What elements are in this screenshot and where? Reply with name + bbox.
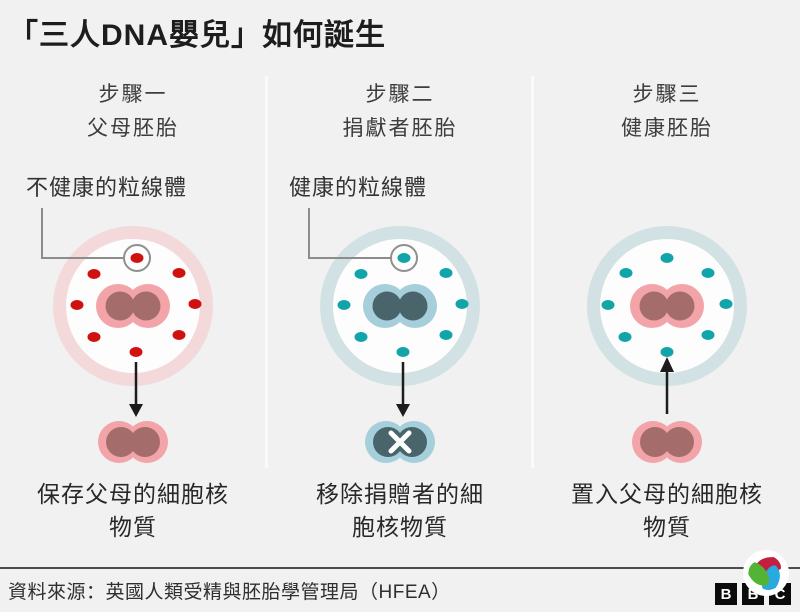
column-divider <box>531 76 534 468</box>
source-text: 資料來源：英國人類受精與胚胎學管理局（HFEA） <box>8 582 451 603</box>
nucleus <box>96 284 170 328</box>
arrow-down-icon <box>129 362 143 417</box>
nucleus <box>363 284 437 328</box>
mitochondria-dots <box>337 253 469 357</box>
arrow-up-icon <box>660 357 674 414</box>
healthy-mitochondria-label: 健康的粒線體 <box>289 175 428 200</box>
step-3-subtitle: 健康胚胎 <box>621 117 713 140</box>
x-mark-icon <box>388 430 412 454</box>
step-3-label: 步驟三 <box>632 83 702 106</box>
page-title: 「三人DNA嬰兒」如何誕生 <box>8 19 386 52</box>
step-1-subtitle: 父母胚胎 <box>87 117 179 140</box>
callout-line <box>308 208 391 259</box>
bbc-chinese-emblem-icon <box>743 550 789 596</box>
step-1-label: 步驟一 <box>98 83 168 106</box>
parents-embryo-diagram <box>41 208 213 463</box>
nucleus <box>630 284 704 328</box>
step-3-caption: 置入父母的細胞核 物質 <box>571 481 763 540</box>
bbc-logo-letter: B <box>715 583 737 605</box>
healthy-embryo-diagram <box>587 226 747 463</box>
donor-embryo-diagram <box>308 208 480 463</box>
removed-nucleus <box>365 421 435 463</box>
mitochondria-dots <box>601 253 733 357</box>
step-1-caption: 保存父母的細胞核 物質 <box>37 481 229 540</box>
inserted-nucleus <box>632 421 702 463</box>
arrow-down-icon <box>396 362 410 417</box>
step-2-caption: 移除捐贈者的細 胞核物質 <box>316 481 484 540</box>
footer-divider <box>0 567 800 569</box>
step-2-label: 步驟二 <box>365 83 435 106</box>
extracted-nucleus <box>98 421 168 463</box>
unhealthy-mitochondria-label: 不健康的粒線體 <box>26 175 188 200</box>
step-2-subtitle: 捐獻者胚胎 <box>342 117 458 140</box>
callout-line <box>41 208 124 259</box>
column-divider <box>265 76 268 468</box>
mitochondria-dots <box>70 253 202 357</box>
